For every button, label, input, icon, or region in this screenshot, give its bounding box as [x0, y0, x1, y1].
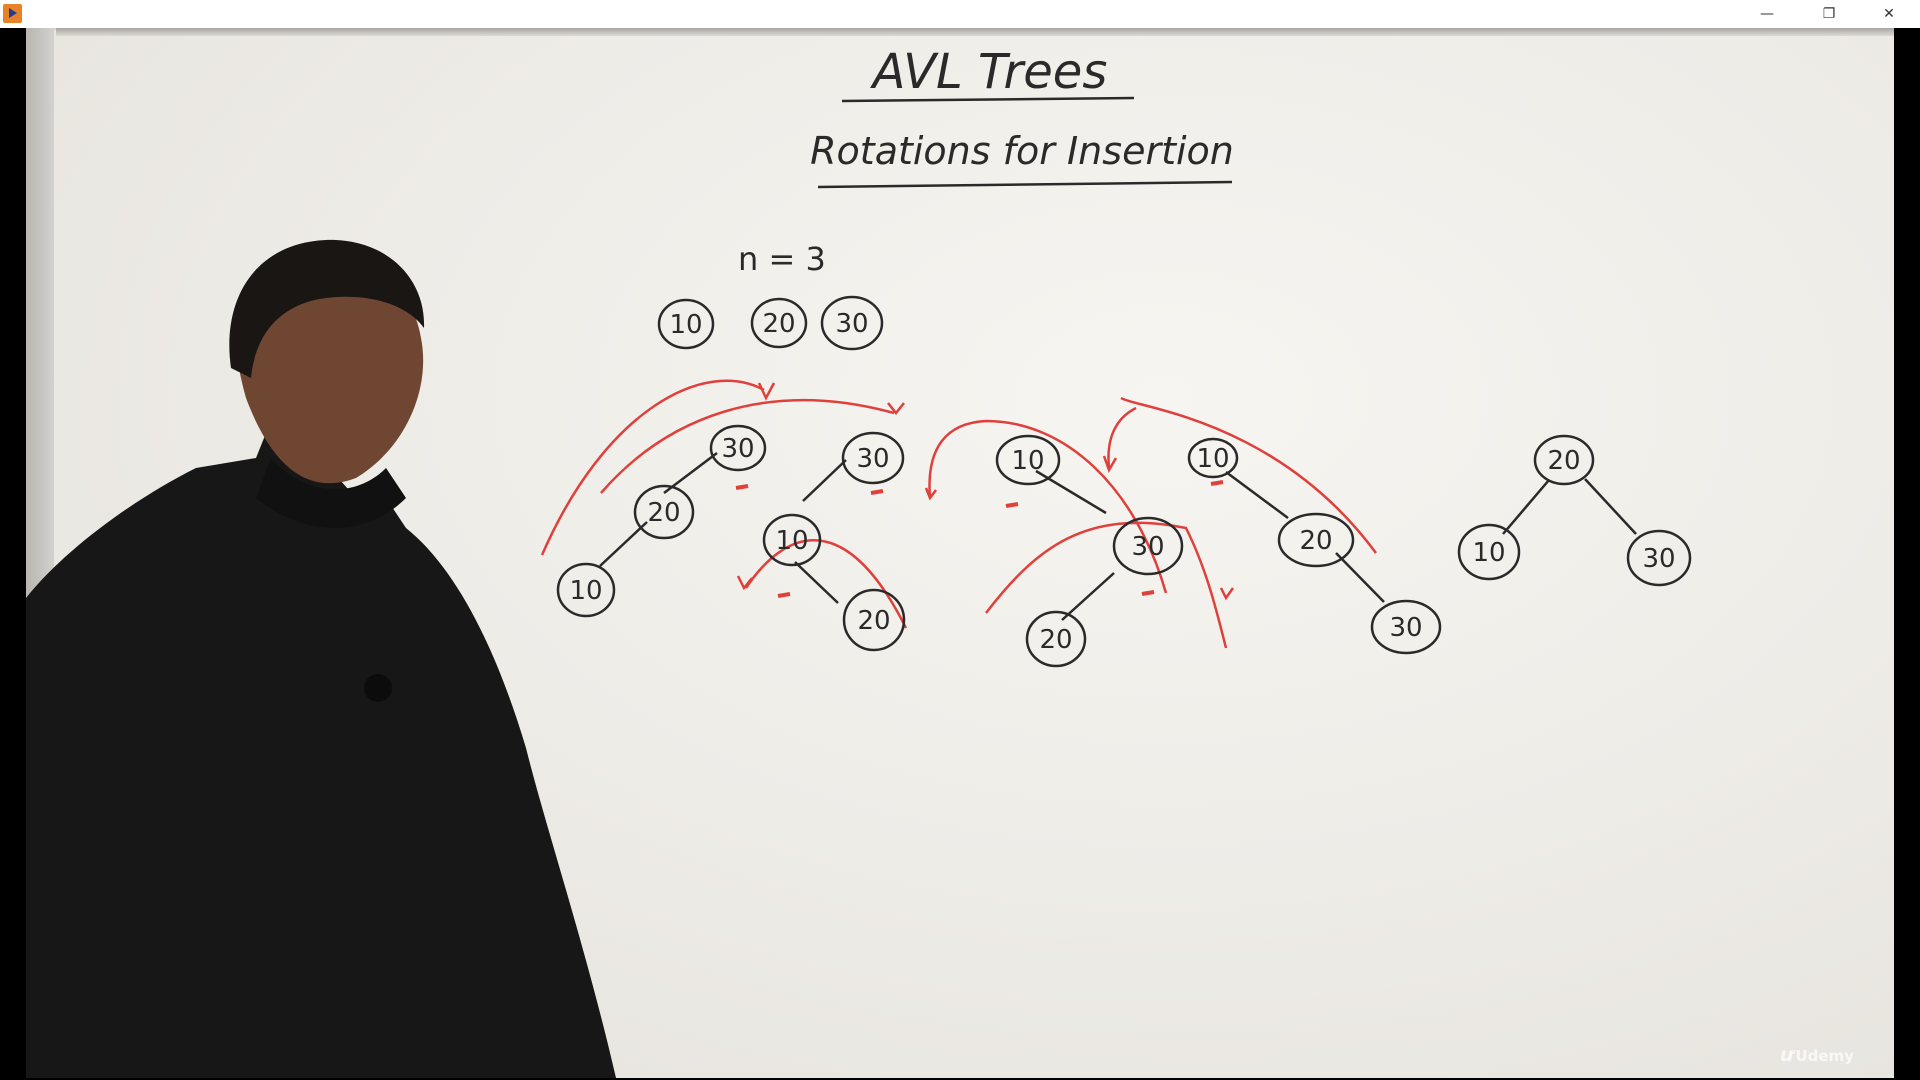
n-label: n = 3: [738, 240, 826, 278]
tree-1: 30 20 10: [556, 424, 767, 618]
node-label: 30: [1131, 532, 1164, 562]
node-label: 20: [1299, 526, 1332, 556]
board-subtitle: Rotations for Insertion: [810, 129, 1234, 173]
rotation-arrow: [600, 398, 895, 494]
key-label: 20: [762, 309, 795, 339]
rotation-arrow: [985, 521, 1228, 649]
tree-node: [762, 513, 822, 567]
tree-node: [1187, 437, 1239, 479]
node-label: 30: [1642, 544, 1675, 574]
tree-node: [1277, 512, 1355, 568]
node-label: 20: [1547, 446, 1580, 476]
board-title: AVL Trees: [870, 44, 1108, 100]
node-label: 20: [647, 498, 680, 528]
video-frame[interactable]: AVL Trees Rotations for Insertion n = 3 …: [26, 28, 1894, 1078]
tree-node: [1112, 516, 1184, 576]
tree-node: [841, 431, 905, 485]
key-node: [750, 297, 808, 349]
tree-node: [1025, 610, 1087, 668]
tree-5: 20 10 30: [1457, 434, 1692, 587]
subtitle-underline: [817, 180, 1233, 189]
node-label: 30: [1389, 613, 1422, 643]
node-label: 10: [1472, 538, 1505, 568]
tree-node: [1533, 434, 1595, 486]
node-label: 10: [1196, 444, 1229, 474]
rotation-arrow: [744, 539, 908, 629]
window-titlebar: — ❐ ✕: [0, 0, 1920, 28]
title-underline: [841, 96, 1135, 103]
tree-node: [1370, 599, 1442, 655]
tree-node: [995, 434, 1061, 486]
tree-node: [556, 562, 616, 618]
tree-2: 30 10 20: [762, 431, 906, 652]
node-label: 20: [857, 606, 890, 636]
node-label: 20: [1039, 625, 1072, 655]
rotation-arrow: [1120, 396, 1378, 554]
minimize-button[interactable]: —: [1760, 6, 1774, 22]
rotation-arrow: [540, 379, 765, 556]
presenter: [26, 239, 616, 1078]
key-label: 30: [835, 309, 868, 339]
node-label: 10: [569, 576, 602, 606]
board-drawing: AVL Trees Rotations for Insertion n = 3 …: [26, 44, 1692, 1078]
tree-4: 10 20 30: [1187, 437, 1442, 655]
board-frame-top: [56, 28, 1894, 36]
tree-node: [1626, 529, 1692, 587]
node-label: 30: [856, 444, 889, 474]
key-list: 10 20 30: [657, 295, 884, 351]
key-label: 10: [669, 310, 702, 340]
rotation-arrow: [928, 419, 1168, 594]
tree-node: [1457, 523, 1521, 581]
tree-node: [842, 588, 906, 652]
close-button[interactable]: ✕: [1883, 6, 1895, 22]
tree-node: [709, 424, 767, 472]
tree-3: 10 30 20: [995, 434, 1184, 668]
node-label: 10: [1011, 446, 1044, 476]
player-app-icon: [3, 4, 22, 23]
key-node: [820, 295, 884, 351]
key-node: [657, 298, 715, 350]
tree-node: [633, 484, 695, 540]
node-label: 10: [775, 526, 808, 556]
restore-button[interactable]: ❐: [1822, 6, 1836, 22]
node-label: 30: [721, 434, 754, 464]
